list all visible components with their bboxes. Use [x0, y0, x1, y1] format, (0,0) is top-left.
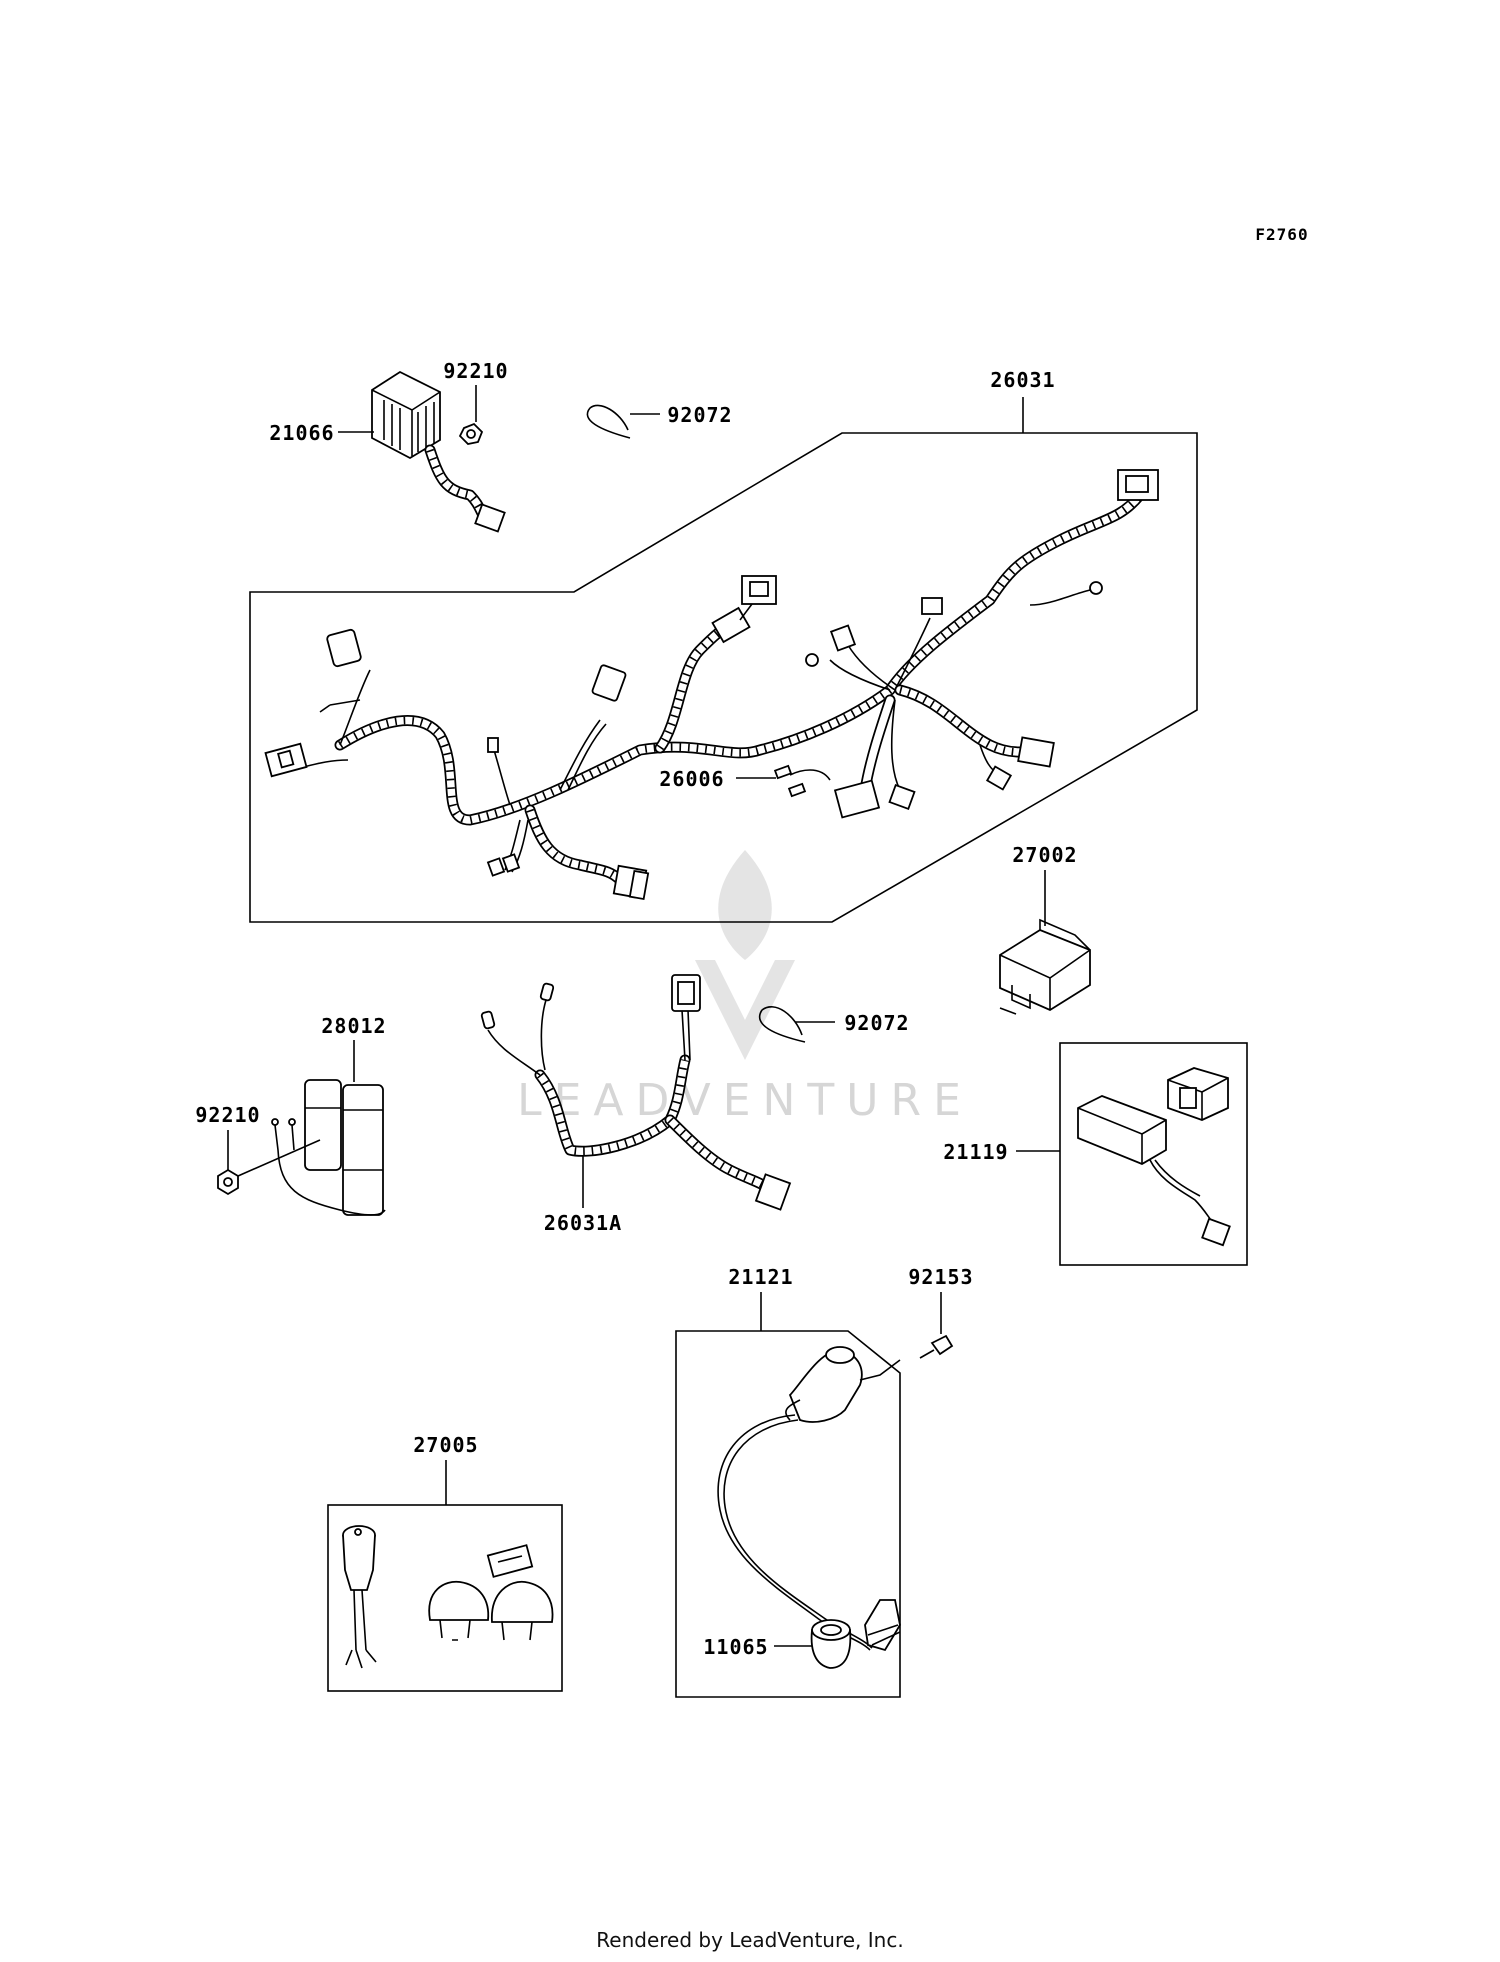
part-26031-main-harness[interactable] — [264, 469, 1159, 901]
part-92210-nut-top[interactable] — [458, 422, 484, 445]
part-21121-ignition-coil[interactable] — [717, 1346, 901, 1652]
part-92210-nut-mid[interactable] — [217, 1168, 239, 1196]
part-92153-screw[interactable] — [919, 1334, 954, 1359]
label-26006: 26006 — [659, 767, 724, 791]
figure-code: F2760 — [1255, 225, 1308, 244]
label-92210-top: 92210 — [443, 359, 508, 383]
label-21066: 21066 — [269, 421, 334, 445]
watermark-flame-icon — [718, 850, 772, 960]
part-92072-clamp-top[interactable] — [586, 404, 631, 439]
footer-credit: Rendered by LeadVenture, Inc. — [596, 1928, 904, 1952]
label-26031A: 26031A — [544, 1211, 622, 1235]
label-28012: 28012 — [321, 1014, 386, 1038]
label-27002: 27002 — [1012, 843, 1077, 867]
label-92072-mid: 92072 — [844, 1011, 909, 1035]
part-27002-relay[interactable] — [999, 918, 1091, 1015]
part-27005-key-switch[interactable] — [342, 1525, 554, 1669]
part-27005-outline — [327, 1504, 563, 1692]
watermark: LEADVENTURE — [517, 850, 973, 1126]
part-26031A-sub-harness[interactable] — [480, 974, 792, 1211]
label-92210-mid: 92210 — [195, 1103, 260, 1127]
part-21121-outline — [675, 1330, 901, 1698]
part-28012-unit[interactable] — [271, 1079, 386, 1216]
part-21119-igniter[interactable] — [1077, 1067, 1231, 1247]
harness-26031-outline — [249, 432, 1198, 923]
label-92153: 92153 — [908, 1265, 973, 1289]
label-21119: 21119 — [943, 1140, 1008, 1164]
watermark-text: LEADVENTURE — [517, 1075, 973, 1126]
part-21066-regulator[interactable] — [371, 370, 506, 533]
part-21119-outline — [1059, 1042, 1248, 1266]
label-21121: 21121 — [728, 1265, 793, 1289]
label-11065: 11065 — [703, 1635, 768, 1659]
label-92072-top: 92072 — [667, 403, 732, 427]
part-92072-clamp-mid[interactable] — [759, 1006, 806, 1043]
watermark-v-icon — [695, 960, 795, 1060]
part-11065-cap[interactable] — [810, 1619, 852, 1669]
label-26031: 26031 — [990, 368, 1055, 392]
label-27005: 27005 — [413, 1433, 478, 1457]
